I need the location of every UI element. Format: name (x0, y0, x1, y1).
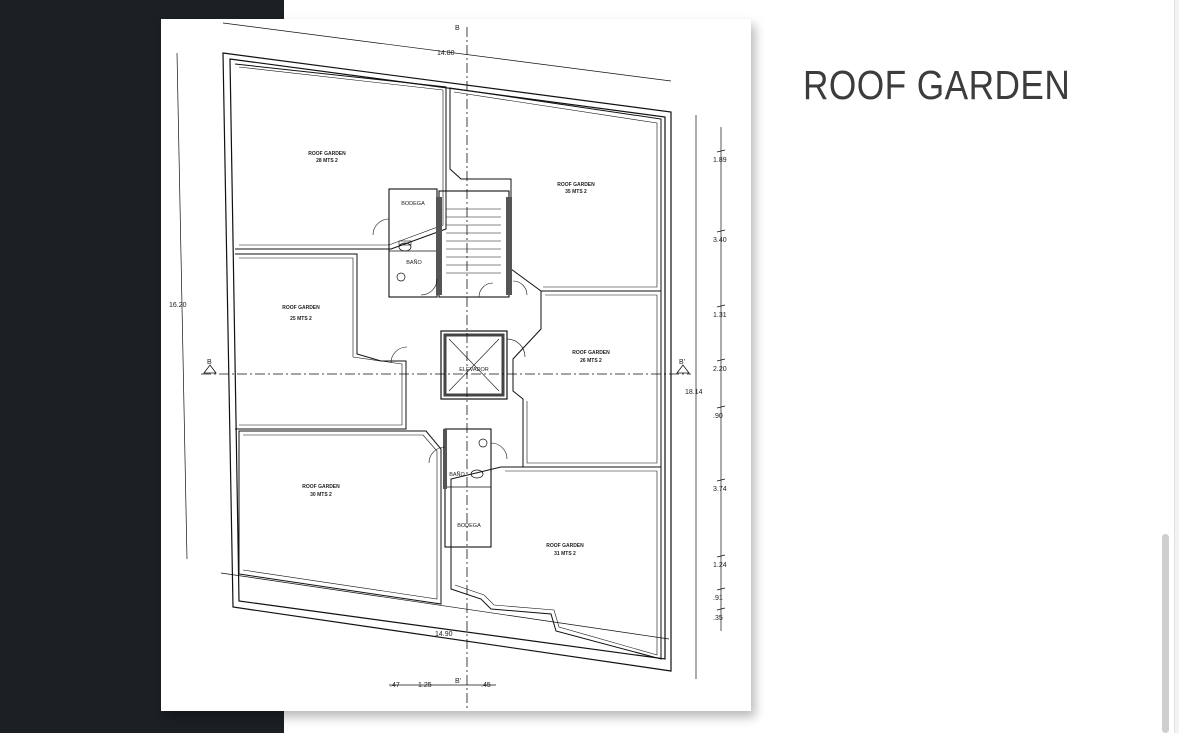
dimension-tick (716, 607, 726, 611)
bodega-label: BODEGA (401, 201, 425, 207)
dimension-tick (716, 229, 726, 233)
dimension-bottom-segment: 1.25 (418, 682, 432, 689)
room-label: ROOF GARDEN (282, 305, 320, 311)
section-mark: B (455, 25, 460, 32)
dimension-tick (716, 304, 726, 308)
room-area: 30 MTS 2 (310, 492, 332, 498)
dimension-tick (716, 405, 726, 409)
page-title: ROOF GARDEN (803, 62, 1071, 108)
room-label: ROOF GARDEN (557, 182, 595, 188)
room-label: ROOF GARDEN (308, 151, 346, 157)
outer-wall (222, 52, 672, 672)
dimension-left: 16.20 (169, 302, 187, 309)
dimension-right-segment: 3.40 (713, 237, 727, 244)
dimension-bottom: 14.90 (435, 631, 453, 638)
dimension-tick (716, 587, 726, 591)
dimension-right-segment: .90 (713, 413, 723, 420)
room-area: 25 MTS 2 (290, 316, 312, 322)
dimension-tick (716, 554, 726, 558)
dimension-right-segment: 1.89 (713, 157, 727, 164)
dimension-bottom-segment: .47 (390, 682, 400, 689)
inner-wall (229, 58, 666, 660)
floor-plan-drawing: ROOF GARDEN 28 MTS 2 ROOF GARDEN 35 MTS … (169, 22, 727, 709)
bodega-label: BODEGA (457, 523, 481, 529)
section-mark: B' (455, 678, 461, 685)
room-label: ROOF GARDEN (546, 543, 584, 549)
dimension-right-segment: .35 (713, 615, 723, 622)
bano-label: BAÑO (406, 259, 422, 266)
elevator-label: ELEVADOR (459, 367, 489, 373)
room-area: 35 MTS 2 (565, 189, 587, 195)
room-area: 31 MTS 2 (554, 551, 576, 557)
dimension-right-segment: .91 (713, 595, 723, 602)
scrollbar-thumb[interactable] (1162, 534, 1169, 733)
dimension-tick (716, 358, 726, 362)
bano-label: BAÑO (449, 471, 465, 478)
dimension-right-segment: 1.24 (713, 562, 727, 569)
room-area: 28 MTS 2 (316, 158, 338, 164)
right-edge-strip (1174, 0, 1179, 733)
dimension-bottom-segment: .45 (481, 682, 491, 689)
section-mark: B' (679, 359, 685, 366)
dimension-tick (716, 149, 726, 153)
dimension-tick (716, 478, 726, 482)
dimension-right-segment: 2.20 (713, 366, 727, 373)
floor-plan-sheet: ROOF GARDEN 28 MTS 2 ROOF GARDEN 35 MTS … (161, 19, 751, 711)
room-label: ROOF GARDEN (572, 350, 610, 356)
dimension-right-segment: 3.74 (713, 486, 727, 493)
section-mark: B (207, 359, 212, 366)
dimension-right-total: 18.14 (685, 389, 703, 396)
dimension-right-segment: 1.31 (713, 312, 727, 319)
room-area: 26 MTS 2 (580, 358, 602, 364)
room-label: ROOF GARDEN (302, 484, 340, 490)
dimension-top: 14.80 (437, 50, 455, 57)
